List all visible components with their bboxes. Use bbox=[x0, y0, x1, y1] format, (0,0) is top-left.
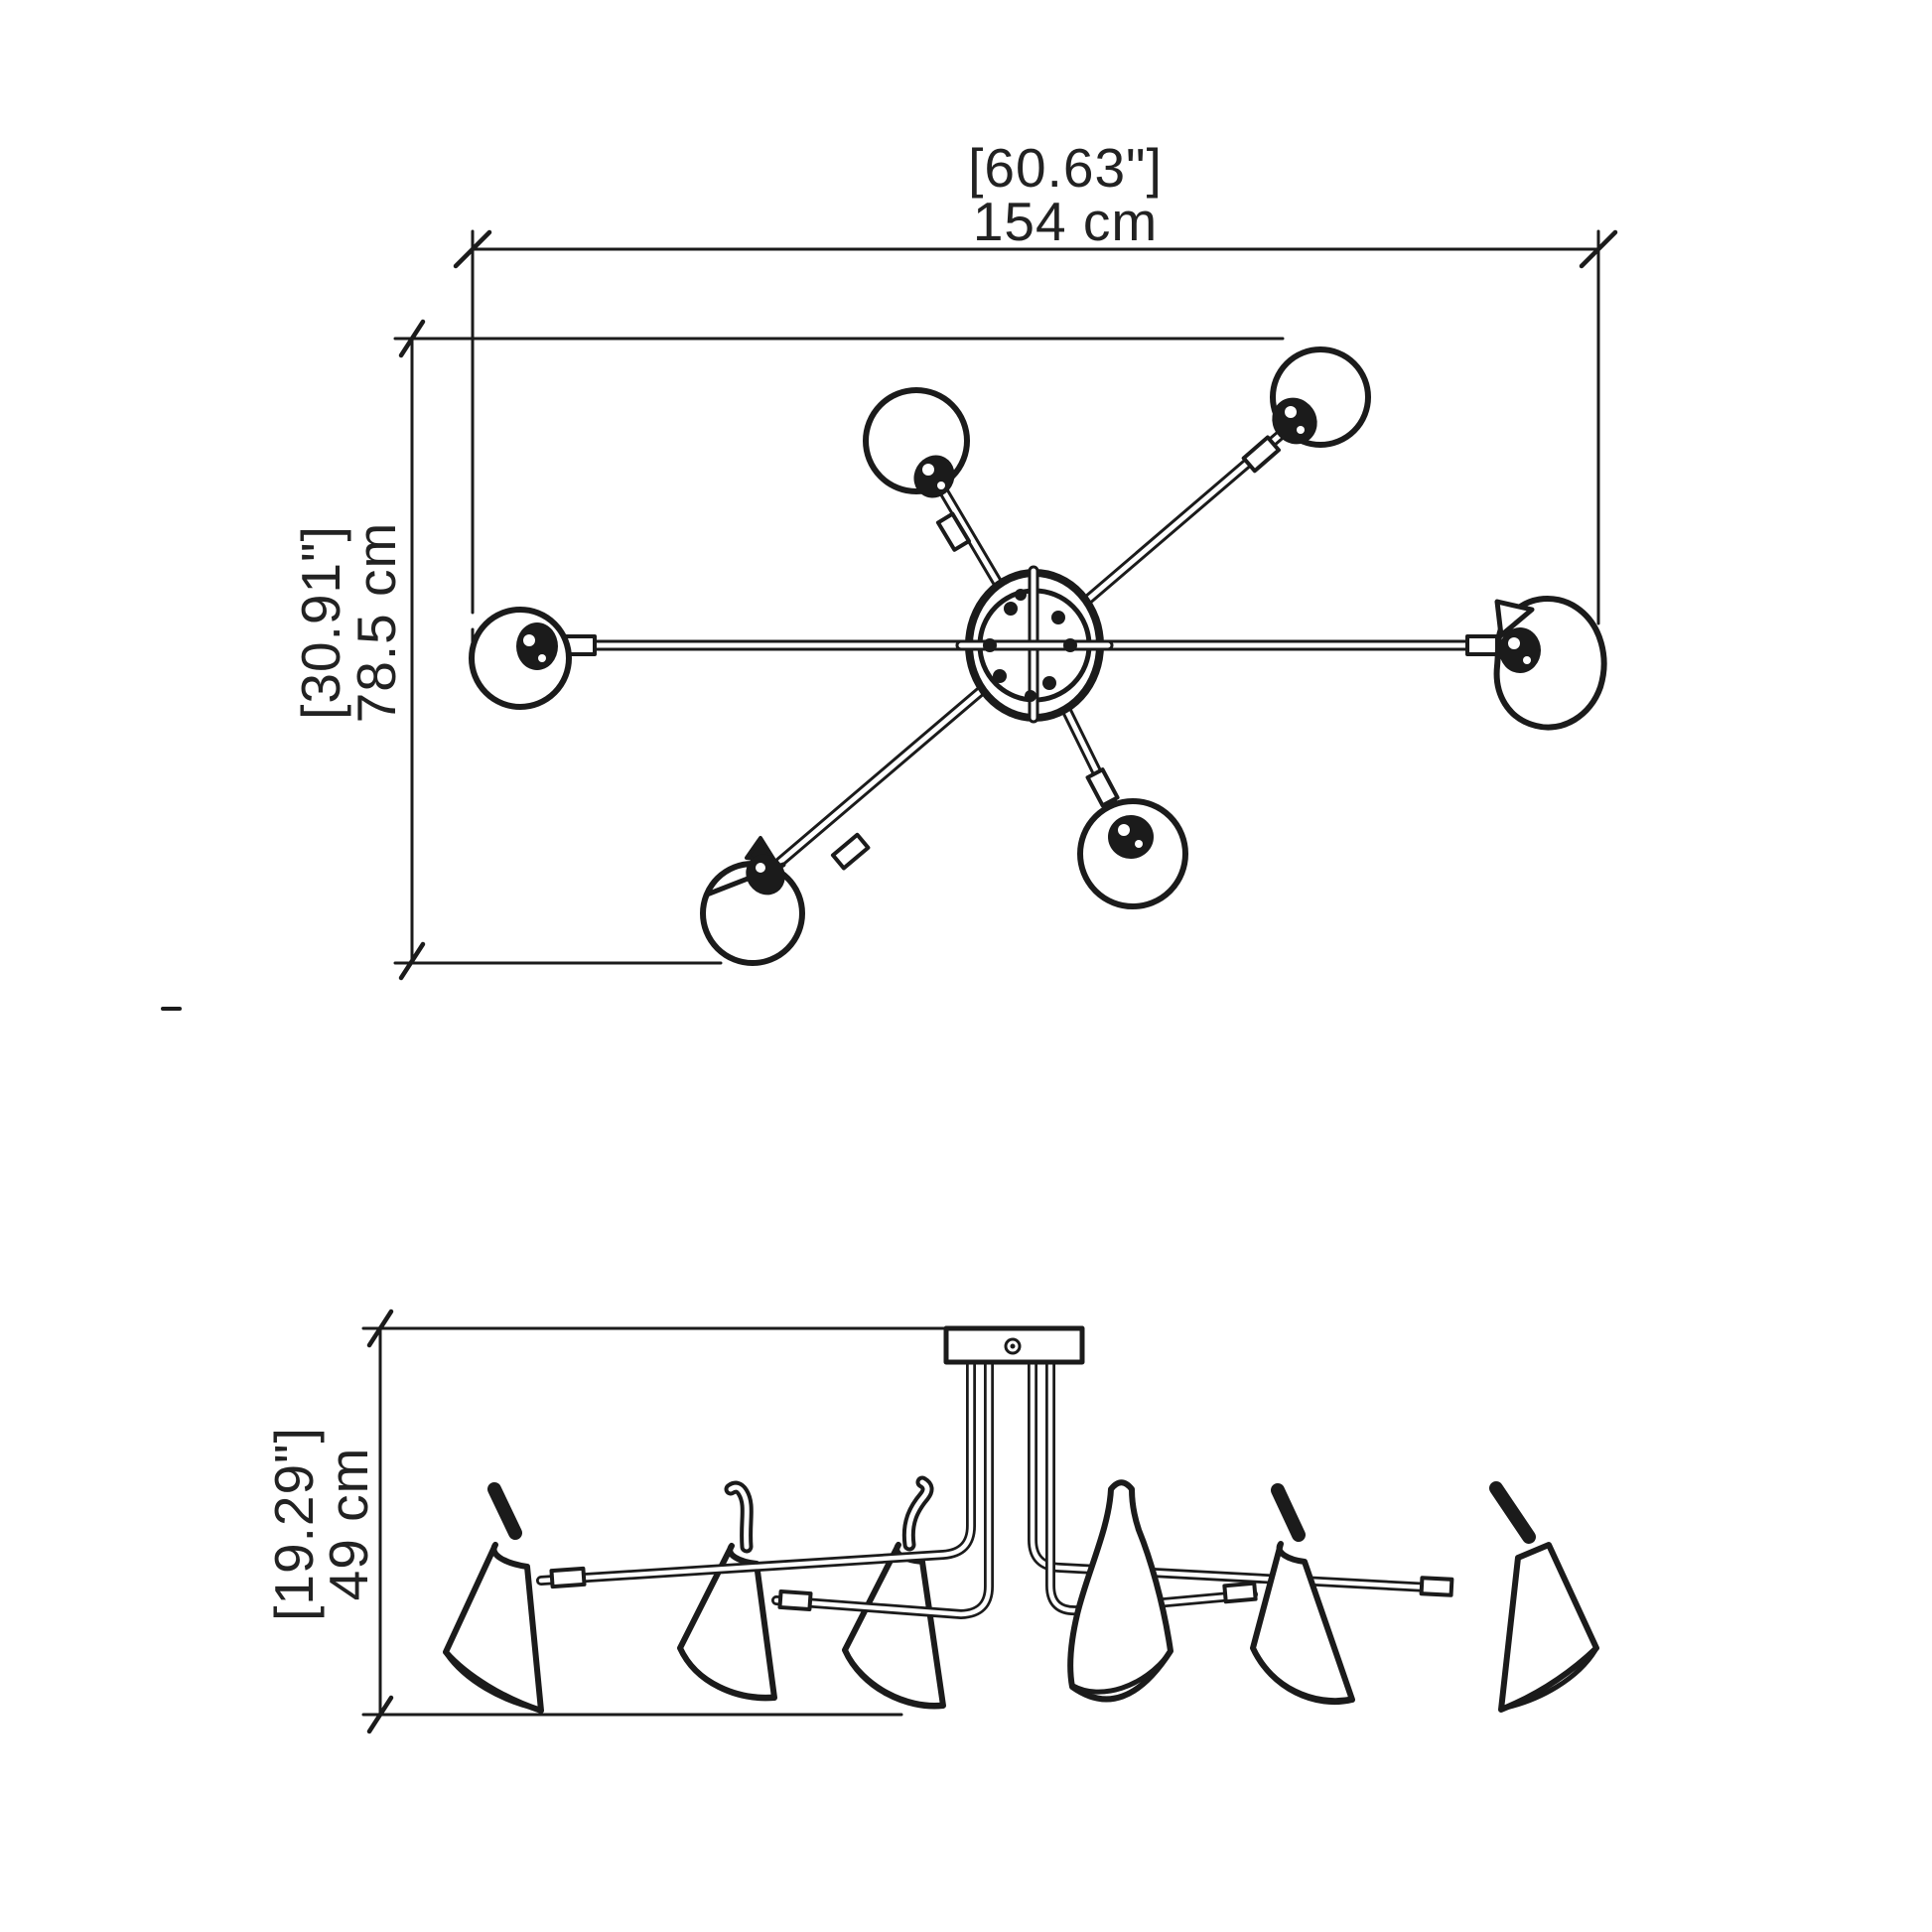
plan-lamp-heads bbox=[469, 346, 1607, 966]
plan-width-cm: 154 cm bbox=[973, 191, 1158, 252]
stem-slab bbox=[1271, 1483, 1306, 1542]
lamp-head-lower-left bbox=[700, 836, 805, 966]
sleeve-connector bbox=[830, 832, 871, 871]
tick-mark bbox=[398, 941, 426, 981]
sleeve-connector bbox=[1419, 1576, 1454, 1597]
elevation-height-inches: [19.29"] bbox=[263, 1427, 325, 1621]
stem-hook bbox=[901, 1475, 934, 1552]
cone-shade-4 bbox=[1067, 1479, 1173, 1703]
plan-width-inches: [60.63"] bbox=[968, 137, 1163, 199]
stem-slab bbox=[1489, 1481, 1536, 1544]
rod-left-inner bbox=[771, 1357, 994, 1619]
shade-rim bbox=[1070, 1650, 1173, 1695]
sleeve-connector bbox=[777, 1588, 813, 1612]
shade-body bbox=[1250, 1541, 1355, 1706]
sleeve-connector bbox=[549, 1566, 587, 1589]
plan-depth-cm: 78.5 cm bbox=[345, 522, 407, 724]
sleeve-connector bbox=[935, 511, 971, 552]
stem-hook bbox=[724, 1480, 754, 1554]
elevation-shades-back bbox=[443, 1542, 946, 1714]
plan-view: [60.63"] 154 cm [30.91"] 78.5 cm bbox=[290, 137, 1618, 981]
rod-left-outer bbox=[536, 1357, 976, 1586]
stem-slab bbox=[487, 1482, 522, 1540]
swivel-joint bbox=[746, 854, 785, 896]
sleeve-connector bbox=[1085, 767, 1120, 808]
shade-tip bbox=[1494, 599, 1535, 638]
shade-rim bbox=[843, 1649, 946, 1708]
plan-depth-dimension: [30.91"] 78.5 cm bbox=[290, 319, 1285, 981]
shade-rim bbox=[678, 1647, 777, 1700]
arm-sleeves bbox=[559, 435, 1499, 871]
lamp-head-lower-right bbox=[1077, 798, 1188, 909]
shade-body bbox=[1498, 1542, 1599, 1713]
plan-width-dimension: [60.63"] 154 cm bbox=[453, 137, 1618, 651]
tick-mark bbox=[398, 319, 426, 358]
swivel-joint bbox=[1108, 815, 1154, 859]
cone-shade-6 bbox=[1498, 1542, 1599, 1713]
shade-body bbox=[842, 1542, 946, 1710]
tick-mark bbox=[1579, 229, 1618, 269]
sleeve-connector bbox=[1465, 634, 1499, 656]
hub-screws bbox=[983, 589, 1077, 702]
plan-depth-inches: [30.91"] bbox=[290, 525, 351, 720]
shade-body bbox=[443, 1542, 544, 1714]
cone-shade-3 bbox=[842, 1542, 946, 1710]
plan-central-hub bbox=[955, 565, 1114, 724]
arm-sleeves-elevation bbox=[549, 1566, 1454, 1612]
sleeve-connector bbox=[1241, 435, 1281, 474]
tick-mark bbox=[366, 1309, 394, 1348]
elevation-shade-stems bbox=[487, 1475, 1536, 1554]
swivel-joint bbox=[516, 622, 558, 670]
elevation-shades-front bbox=[1067, 1479, 1599, 1713]
elevation-view: [19.29"] 49 cm bbox=[263, 1309, 1599, 1734]
swivel-joint bbox=[1499, 627, 1541, 673]
rod-right-inner bbox=[1028, 1357, 1452, 1593]
lamp-head-upper-right bbox=[1270, 346, 1371, 448]
cone-shade-5 bbox=[1250, 1541, 1355, 1706]
canopy-screw bbox=[1004, 1337, 1022, 1355]
shade-rim bbox=[1251, 1647, 1355, 1704]
lamp-head-upper-left bbox=[863, 387, 970, 498]
cone-shade-1 bbox=[443, 1542, 544, 1714]
swivel-joint bbox=[1272, 397, 1317, 445]
cone-shade-2 bbox=[677, 1543, 777, 1702]
shade-rim bbox=[1498, 1647, 1598, 1712]
tick-mark bbox=[366, 1695, 394, 1734]
elevation-height-cm: 49 cm bbox=[318, 1448, 379, 1601]
sleeve-connector bbox=[1222, 1581, 1258, 1604]
ceiling-canopy bbox=[943, 1325, 1085, 1365]
shade-rim bbox=[444, 1651, 544, 1713]
lamp-head-left bbox=[469, 607, 572, 710]
elevation-height-dimension: [19.29"] 49 cm bbox=[263, 1309, 948, 1734]
lamp-head-right bbox=[1493, 595, 1607, 731]
elevation-rods-and-arms bbox=[536, 1357, 1454, 1619]
tick-mark bbox=[453, 229, 492, 269]
